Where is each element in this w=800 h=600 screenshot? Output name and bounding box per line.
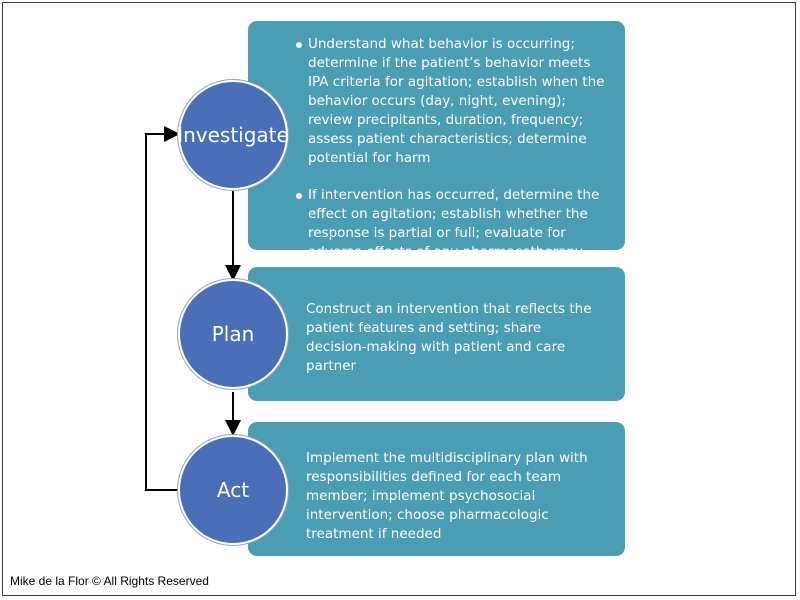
copyright-credit: Mike de la Flor © All Rights Reserved [10,574,209,588]
act-label: Act [216,478,250,502]
investigate-bullet-1: Understand what behavior is occurring; d… [296,35,607,168]
plan-text: Construct an intervention that reflects … [306,301,592,374]
investigate-label: Investigate [177,123,289,147]
bullet-dot-icon [296,193,302,199]
bullet-dot-icon [296,42,302,48]
circle-act: Act [178,435,288,545]
arrow-act-to-investigate [145,126,180,491]
plan-label: Plan [211,322,255,346]
investigate-bullet-2-text: If intervention has occurred, determine … [308,187,600,260]
panel-act: Implement the multidisciplinary plan wit… [248,422,625,556]
circle-investigate: Investigate [177,80,289,190]
investigate-bullet-1-text: Understand what behavior is occurring; d… [308,36,605,166]
investigate-bullet-2: If intervention has occurred, determine … [296,186,607,262]
panel-investigate: Understand what behavior is occurring; d… [248,21,625,260]
panel-plan: Construct an intervention that reflects … [248,267,625,401]
circle-plan: Plan [178,279,288,389]
act-text: Implement the multidisciplinary plan wit… [306,450,588,542]
